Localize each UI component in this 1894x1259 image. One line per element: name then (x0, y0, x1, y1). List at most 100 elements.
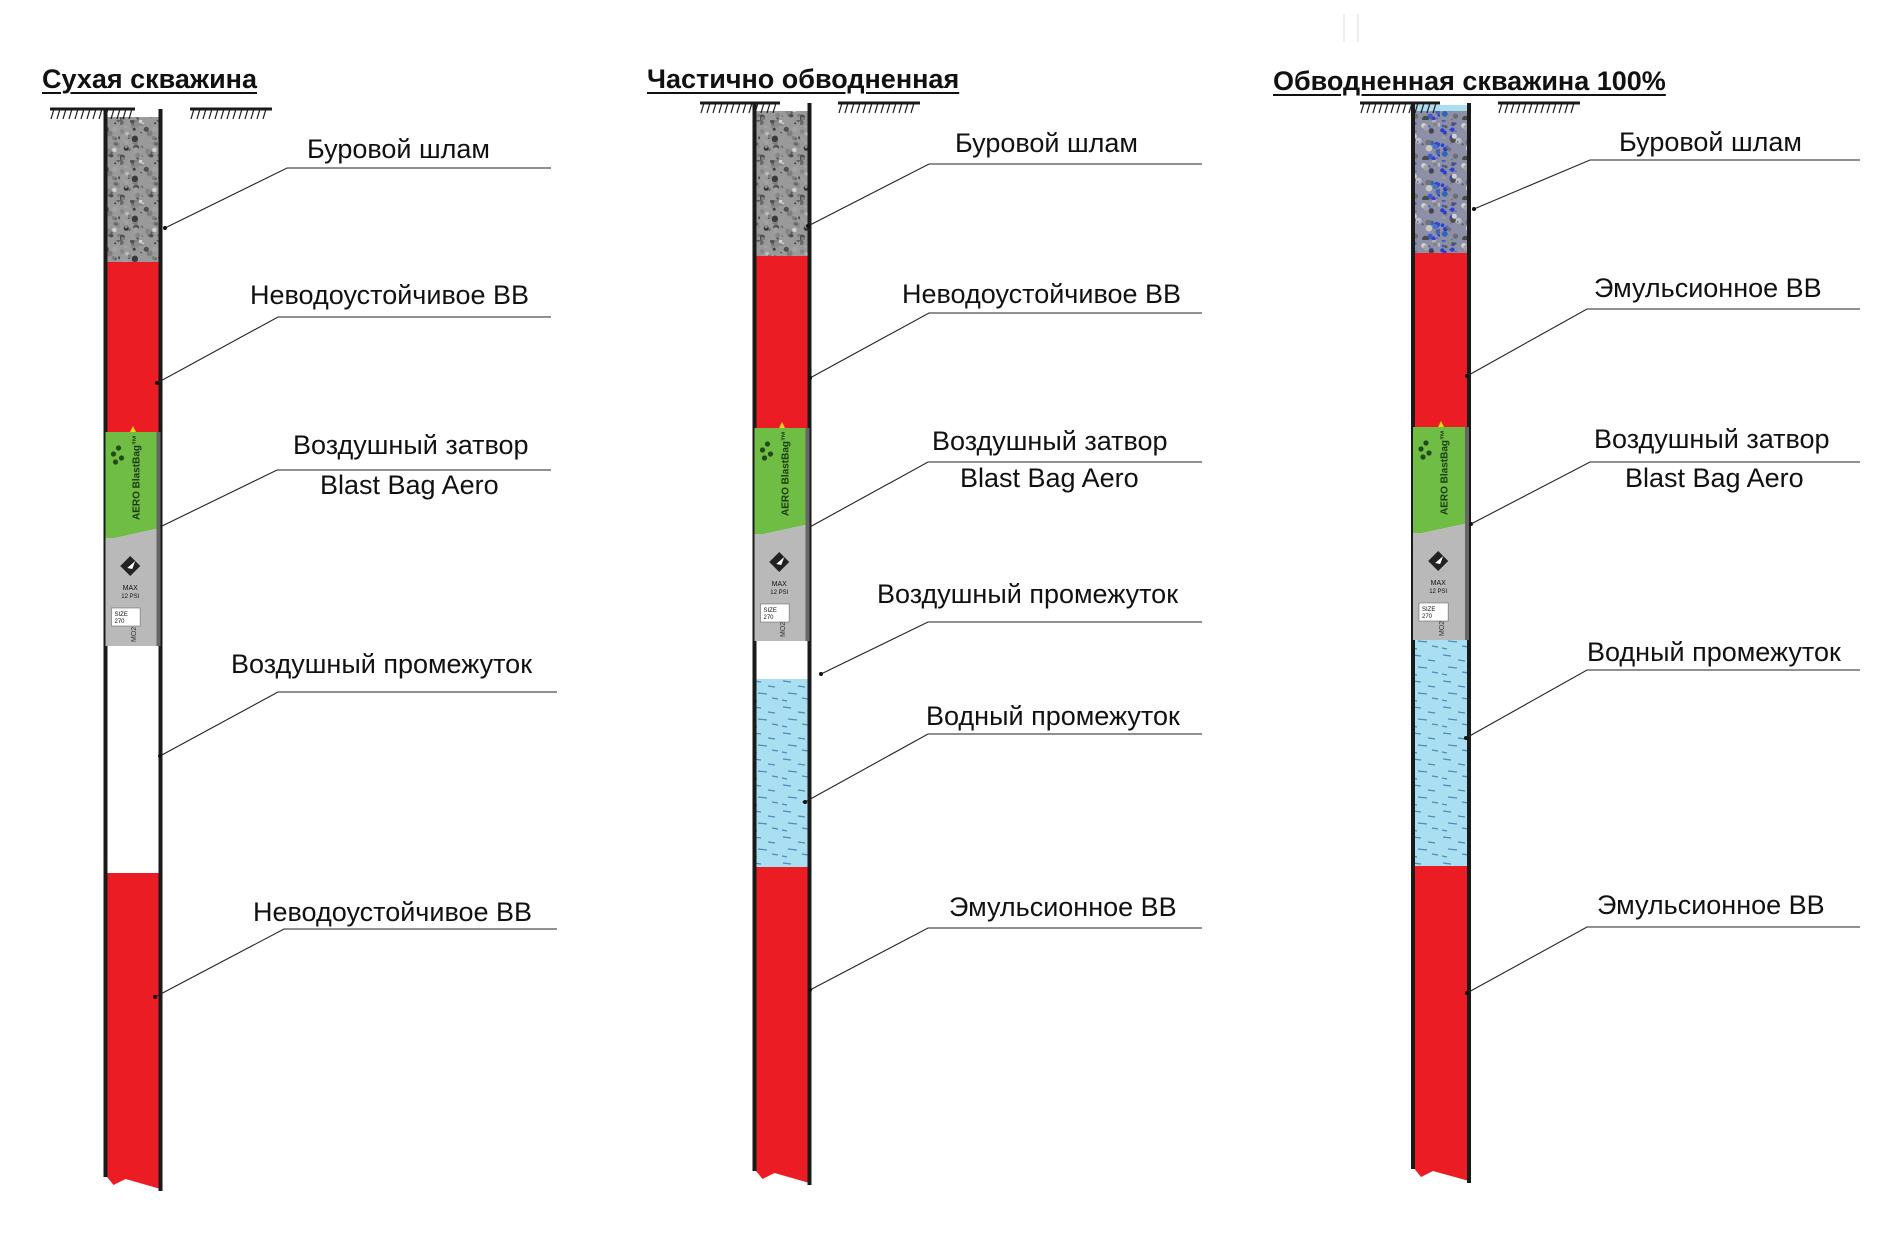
bag-psi-text: 12 PSI (121, 594, 139, 600)
bag-valve (1438, 421, 1444, 427)
leader-line (164, 167, 551, 229)
ground-hatch (196, 108, 201, 120)
ground-hatch (122, 108, 127, 120)
borehole-torn-bottom (1413, 1167, 1469, 1189)
ground-hatch (736, 102, 741, 114)
bag-logo-dot (761, 455, 768, 461)
bag-psi-text: 12 PSI (1429, 589, 1447, 595)
label-emulsion-explosive: Эмульсионное ВВ (949, 892, 1177, 922)
label-drill-cuttings: Буровой шлам (1619, 127, 1802, 157)
ground-hatch (712, 102, 717, 114)
leader-line (807, 461, 1202, 529)
bag-code-text: MO2 (1439, 621, 1446, 636)
bag-size-box (111, 607, 141, 627)
ground-hatch (220, 108, 225, 120)
bag-logo-dot (1420, 454, 1426, 460)
segment-water-gap (754, 679, 810, 867)
ground-hatch (202, 108, 207, 120)
ground-hatch (844, 102, 849, 114)
bag-green-edge (754, 498, 810, 536)
bag-logo-dot (759, 447, 766, 453)
ground-hatch (1378, 102, 1383, 114)
ground-hatch (232, 108, 237, 120)
ground-hatch (1408, 102, 1413, 114)
ground-hatch (1414, 102, 1419, 114)
ground-hatch (1366, 102, 1371, 114)
bag-logo-dot (118, 455, 125, 461)
bag-size-value-text: 270 (764, 615, 775, 621)
label-air-seal-product: Blast Bag Aero (960, 463, 1139, 493)
bag-grey-section (1413, 533, 1469, 640)
ground-hatch (190, 108, 195, 120)
leader-line (159, 691, 557, 757)
ground-hatch (760, 102, 765, 114)
borehole-torn-bottom (754, 1169, 810, 1191)
ground-hatch (244, 108, 249, 120)
leader-line (820, 621, 1202, 675)
bag-size-box (1418, 602, 1449, 622)
ground-hatch (766, 102, 771, 114)
leader-line (804, 733, 1202, 803)
segment-explosive (1413, 866, 1469, 1181)
ground-hatch (1372, 102, 1377, 114)
ground-hatch (886, 102, 891, 114)
label-non-waterproof-explosive: Неводоустойчивое ВВ (902, 279, 1182, 309)
ground-hatch (892, 102, 897, 114)
bag-logo-dot (112, 459, 119, 465)
ground-hatch (1522, 102, 1527, 114)
borehole-3 (1360, 101, 1860, 1189)
ground-hatch (700, 102, 705, 114)
bag-seam (805, 428, 810, 641)
leader-dot (819, 672, 823, 676)
ground-hatch (1546, 102, 1551, 114)
bag-logo-dot (115, 445, 122, 451)
ground-hatch (226, 108, 231, 120)
label-water-gap: Водный промежуток (1587, 637, 1841, 667)
label-emulsion-explosive: Эмульсионное ВВ (1594, 273, 1822, 303)
ground-hatch (104, 108, 109, 120)
ground-hatch (50, 108, 55, 120)
well-title-dry: Сухая скважина (42, 64, 257, 94)
label-non-waterproof-explosive: Неводоустойчивое ВВ (250, 280, 530, 310)
ground-hatch (1426, 102, 1431, 114)
ground-hatch (1552, 102, 1557, 114)
segment-drill-cuttings (105, 117, 161, 262)
ground-hatch (724, 102, 729, 114)
bag-brand-text: AERO BlastBag™ (132, 435, 143, 520)
well-title-partial: Частично обводненная (647, 64, 960, 94)
bag-logo-dot (1423, 440, 1429, 446)
ground-hatch (1570, 102, 1575, 114)
segment-explosive (754, 256, 810, 428)
bag-code-text: MO2 (780, 622, 787, 637)
leader-line (159, 469, 551, 528)
borehole-water-top (1413, 105, 1469, 113)
leader-line (809, 312, 1202, 379)
bag-logo-dot (1426, 450, 1432, 456)
bag-seam (1465, 427, 1469, 640)
leader-line (807, 163, 1202, 227)
bag-seam (156, 432, 161, 646)
ground-hatch (910, 102, 915, 114)
ground-hatch (718, 102, 723, 114)
bag-size-text: SIZE (1422, 607, 1435, 613)
ground-hatch (1516, 102, 1521, 114)
ground-hatch (838, 102, 843, 114)
segment-air-gap (754, 641, 810, 679)
ground-hatch (80, 108, 85, 120)
ground-hatch (208, 108, 213, 120)
ground-hatch (1402, 102, 1407, 114)
bag-max-text: MAX (123, 585, 139, 592)
leader-line (1466, 308, 1860, 377)
ground-hatch (1564, 102, 1569, 114)
ground-hatch (98, 108, 103, 120)
label-air-seal-product: Blast Bag Aero (1625, 463, 1804, 493)
bag-grey-edge (105, 528, 161, 550)
segment-explosive (754, 867, 810, 1183)
ground-hatch (772, 102, 777, 114)
bag-size-value-text: 270 (115, 619, 126, 625)
leader-dot (163, 226, 167, 230)
